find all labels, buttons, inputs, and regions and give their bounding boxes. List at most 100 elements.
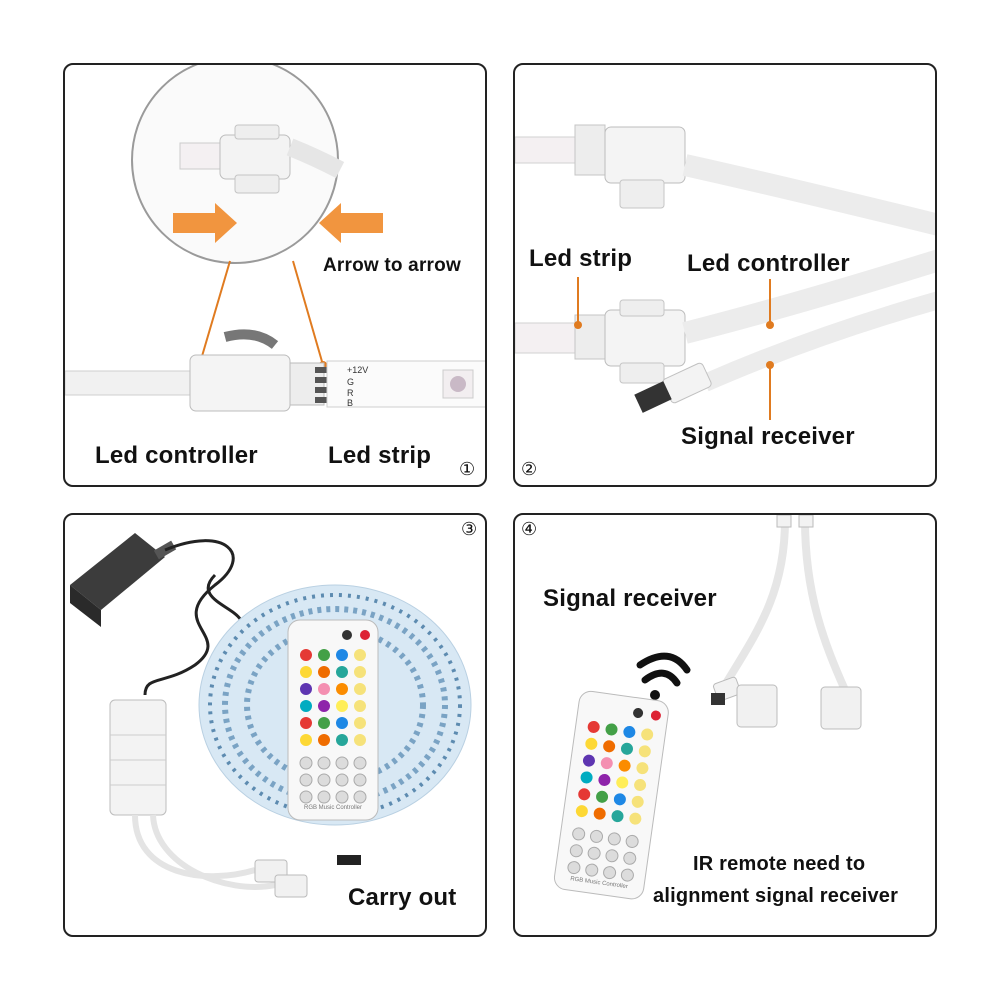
ir-instruction-line2: alignment signal receiver <box>653 885 899 907</box>
remote-button <box>317 756 331 770</box>
remote-button <box>603 740 616 753</box>
ir-instruction-line1: IR remote need to <box>693 853 866 875</box>
led-strip-label: Led strip <box>328 442 432 469</box>
remote-button <box>299 773 313 787</box>
remote-button <box>569 844 583 858</box>
signal-receiver-label: Signal receiver <box>681 423 855 450</box>
step-number: ③ <box>461 519 478 539</box>
remote-button <box>585 863 599 877</box>
zoom-connector <box>179 124 345 194</box>
remote-button <box>623 851 637 865</box>
remote-button <box>620 868 634 882</box>
step-number: ② <box>521 459 538 479</box>
remote-button <box>318 649 330 661</box>
remote-button <box>354 683 366 695</box>
remote-button <box>317 773 331 787</box>
remote-button <box>335 773 349 787</box>
pin-label-b: B <box>347 398 353 408</box>
arrow-to-arrow-label: Arrow to arrow <box>323 255 461 276</box>
panel-carry-out: RGB Music Controller Carry out ③ <box>63 513 487 937</box>
remote-button <box>578 788 591 801</box>
remote-button <box>353 773 367 787</box>
remote-button <box>611 810 624 823</box>
step-number: ④ <box>521 519 538 539</box>
remote-brand-text: RGB Music Controller <box>304 805 362 811</box>
remote-button <box>318 683 330 695</box>
remote-button <box>354 666 366 678</box>
remote-button <box>634 778 647 791</box>
remote-button <box>300 649 312 661</box>
remote-button <box>317 790 331 804</box>
panel4-illustration: RGB Music Controller <box>553 515 862 900</box>
signal-receiver-label: Signal receiver <box>543 585 717 612</box>
remote-control: RGB Music Controller <box>553 690 669 900</box>
remote-button <box>353 756 367 770</box>
remote-button <box>354 734 366 746</box>
remote-button <box>585 737 598 750</box>
remote-button <box>607 832 621 846</box>
remote-button <box>572 827 586 841</box>
remote-button <box>318 666 330 678</box>
led-controller-label: Led controller <box>687 250 850 277</box>
pin-label-g: G <box>347 377 354 387</box>
remote-button <box>603 866 617 880</box>
remote-button <box>641 728 654 741</box>
panel3-illustration: RGB Music Controller <box>70 533 472 898</box>
pin-label-12v: +12V <box>347 365 368 375</box>
panel-connect-strip: +12V G R B Arrow to arrow Led controller… <box>63 63 487 487</box>
remote-button <box>587 846 601 860</box>
remote-button <box>580 771 593 784</box>
remote-button <box>605 849 619 863</box>
led-controller-label: Led controller <box>95 442 258 469</box>
remote-button <box>318 700 330 712</box>
panel-ir-alignment: RGB Music Controller Signal receiver IR … <box>513 513 937 937</box>
remote-button <box>336 734 348 746</box>
remote-button <box>336 717 348 729</box>
panel2-illustration <box>515 124 935 420</box>
remote-button <box>575 805 588 818</box>
right-arrow-icon <box>319 203 383 243</box>
remote-button <box>623 725 636 738</box>
remote-button <box>300 666 312 678</box>
remote-button <box>616 776 629 789</box>
power-adapter-icon <box>70 533 177 627</box>
remote-button <box>638 745 651 758</box>
remote-button <box>625 834 639 848</box>
remote-control: RGB Music Controller <box>287 619 379 821</box>
remote-button <box>631 795 644 808</box>
connector-pins <box>315 367 327 403</box>
step-number: ① <box>459 459 476 479</box>
led-strip-label: Led strip <box>529 245 633 272</box>
remote-button <box>605 723 618 736</box>
remote-button <box>353 790 367 804</box>
remote-button <box>354 649 366 661</box>
signal-wave-icon <box>636 652 691 700</box>
remote-button <box>354 717 366 729</box>
remote-button <box>318 734 330 746</box>
remote-button <box>598 773 611 786</box>
remote-button <box>335 756 349 770</box>
remote-button <box>336 700 348 712</box>
remote-button <box>589 829 603 843</box>
remote-button <box>629 812 642 825</box>
remote-button <box>300 734 312 746</box>
remote-button <box>300 717 312 729</box>
remote-button <box>636 762 649 775</box>
remote-button <box>336 649 348 661</box>
left-arrow-icon <box>173 203 237 243</box>
panel1-illustration: +12V G R B <box>65 65 485 412</box>
remote-button <box>300 683 312 695</box>
remote-button <box>299 756 313 770</box>
pin-label-r: R <box>347 388 354 398</box>
remote-button <box>300 700 312 712</box>
remote-button <box>587 720 600 733</box>
remote-button <box>567 861 581 875</box>
remote-button <box>600 757 613 770</box>
remote-button <box>596 790 609 803</box>
remote-button <box>336 683 348 695</box>
remote-button <box>582 754 595 767</box>
remote-button <box>336 666 348 678</box>
remote-button <box>335 790 349 804</box>
panel-connect-receiver: Led strip Led controller Signal receiver… <box>513 63 937 487</box>
carry-out-label: Carry out <box>348 884 457 911</box>
